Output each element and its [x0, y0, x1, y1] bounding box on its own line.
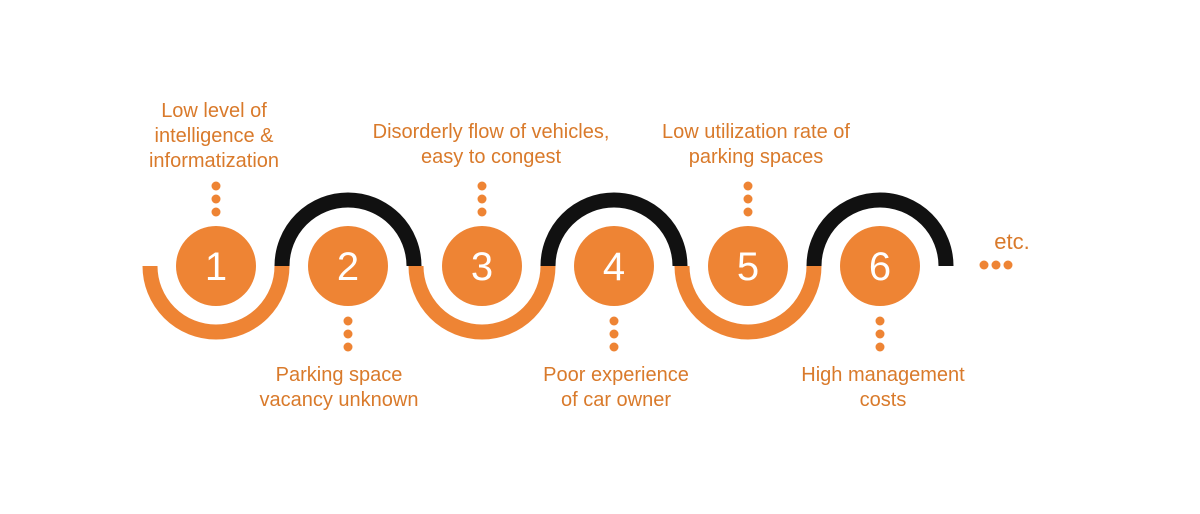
lower-arc-1 — [142, 265, 290, 340]
upper-arc-2 — [274, 192, 422, 267]
connector-dot-2-1 — [343, 316, 353, 326]
step-6-label-line-1: High management — [801, 364, 965, 386]
etc-label: etc. — [994, 229, 1029, 254]
step-4-label-line-1: Poor experience — [543, 364, 689, 386]
ellipsis-dots — [979, 260, 1013, 270]
ellipsis-dot-3 — [1003, 260, 1013, 270]
step-1-label-line-1: Low level of — [161, 100, 267, 122]
step-4-label-line-2: of car owner — [561, 389, 671, 411]
step-6-label-line-2: costs — [860, 389, 907, 411]
step-3-label-line-2: easy to congest — [421, 146, 562, 168]
connector-dot-4-3 — [609, 342, 619, 352]
step-number-3: 3 — [471, 245, 493, 289]
connector-dot-3-2 — [477, 194, 487, 204]
connector-dot-6-1 — [875, 316, 885, 326]
step-circle-3 — [442, 226, 522, 306]
step-number-6: 6 — [869, 245, 891, 289]
step-number-2: 2 — [337, 245, 359, 289]
connector-dot-1-2 — [211, 194, 221, 204]
connector-dot-5-1 — [743, 181, 753, 191]
connector-dot-6-2 — [875, 329, 885, 339]
connector-dot-1-3 — [211, 207, 221, 217]
connector-dot-1-1 — [211, 181, 221, 191]
ellipsis-dot-2 — [991, 260, 1001, 270]
step-circles: 1 2 3 4 5 6 — [176, 226, 920, 306]
connector-dot-6-3 — [875, 342, 885, 352]
step-number-5: 5 — [737, 245, 759, 289]
step-1-label-line-3: informatization — [149, 150, 279, 172]
upper-arc-4 — [540, 192, 688, 267]
step-3-label-line-1: Disorderly flow of vehicles, — [373, 121, 610, 143]
step-2-label-line-2: vacancy unknown — [260, 389, 419, 411]
wave-arcs — [142, 192, 954, 340]
step-circle-6 — [840, 226, 920, 306]
connector-dot-2-2 — [343, 329, 353, 339]
upper-arc-6 — [806, 192, 954, 267]
connector-dot-4-2 — [609, 329, 619, 339]
lower-arc-3 — [408, 265, 556, 340]
connector-dot-5-2 — [743, 194, 753, 204]
step-circle-5 — [708, 226, 788, 306]
step-5-label-line-1: Low utilization rate of — [662, 121, 850, 143]
connector-dot-3-3 — [477, 207, 487, 217]
connector-dot-5-3 — [743, 207, 753, 217]
connector-dots — [211, 181, 885, 352]
step-2-label-line-1: Parking space — [276, 364, 403, 386]
connector-dot-3-1 — [477, 181, 487, 191]
lower-arc-5 — [674, 265, 822, 340]
step-5-label-line-2: parking spaces — [689, 146, 824, 168]
step-labels: Low level of intelligence & informatizatio… — [149, 100, 965, 411]
step-circle-1 — [176, 226, 256, 306]
connector-dot-4-1 — [609, 316, 619, 326]
step-1-label-line-2: intelligence & — [155, 125, 275, 147]
ellipsis-dot-1 — [979, 260, 989, 270]
step-circle-4 — [574, 226, 654, 306]
connector-dot-2-3 — [343, 342, 353, 352]
step-circle-2 — [308, 226, 388, 306]
step-number-1: 1 — [205, 245, 227, 289]
step-number-4: 4 — [603, 245, 625, 289]
